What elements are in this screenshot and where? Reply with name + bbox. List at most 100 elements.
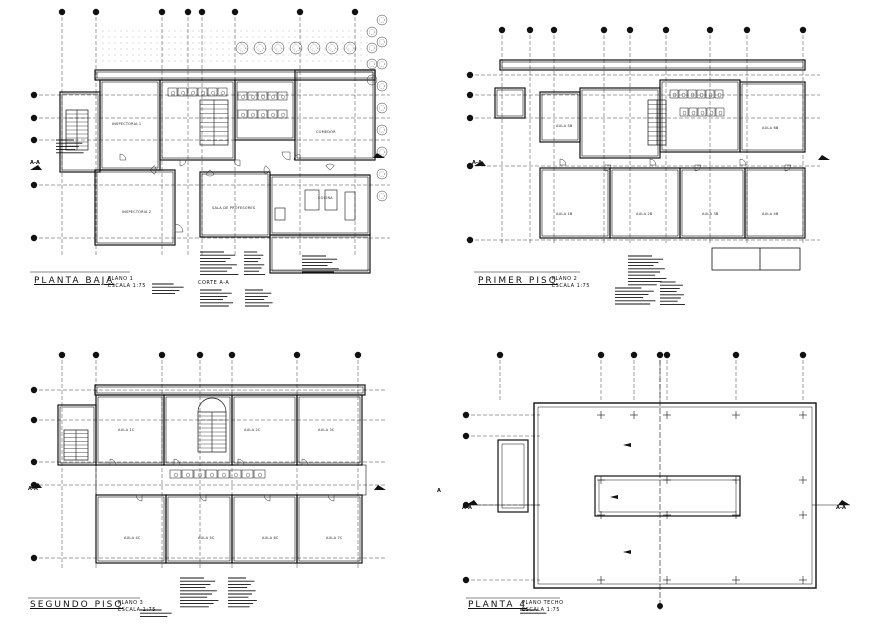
outer-wall	[679, 167, 746, 239]
section-cut-label: A-A	[28, 486, 38, 492]
plan-segundo-piso	[28, 351, 386, 617]
grid-bubble	[626, 26, 634, 34]
toilet-stall	[669, 89, 679, 99]
grid-bubble	[526, 26, 534, 34]
corridor	[95, 464, 367, 496]
outer-wall	[744, 167, 806, 239]
door-swing	[281, 151, 291, 161]
room-label: AULA 2C	[244, 428, 261, 432]
toilet-stall	[253, 469, 266, 479]
room-label: AULA 7C	[326, 536, 343, 540]
outer-wall	[231, 394, 298, 466]
grid-bubble	[706, 26, 714, 34]
door-swing	[293, 153, 301, 161]
grid-bubble	[466, 114, 474, 122]
toilet-stall	[247, 91, 258, 101]
toilet-fixture	[709, 110, 714, 116]
tree-symbol	[379, 83, 385, 89]
grid-bubble	[158, 8, 166, 16]
toilet-fixture	[258, 472, 262, 478]
grid-bubble	[184, 8, 192, 16]
grid-bubble	[30, 554, 38, 562]
door-swing	[109, 458, 117, 466]
tree-symbol	[292, 44, 300, 52]
tree-symbol	[369, 77, 375, 83]
plan-primer-piso	[466, 26, 830, 305]
grid-bubble	[662, 26, 670, 34]
door-swing	[205, 169, 215, 177]
inner-wall	[61, 93, 99, 171]
toilet-fixture	[198, 472, 202, 478]
door-swing	[301, 458, 309, 466]
outer-wall	[159, 79, 236, 161]
toilet-fixture	[717, 92, 722, 98]
grid-bubble	[498, 26, 506, 34]
roof-annex	[497, 439, 529, 513]
room-label: AULA 5C	[198, 536, 215, 540]
inner-wall	[271, 176, 369, 234]
grid-bubble	[743, 26, 751, 34]
toilet-fixture	[672, 92, 677, 98]
section-cut-arrow	[30, 483, 42, 488]
outer-wall	[95, 494, 167, 564]
toilet-fixture	[718, 110, 723, 116]
grid-bubble	[550, 26, 558, 34]
toilet-fixture	[174, 472, 178, 478]
inner-wall	[59, 406, 95, 464]
toilet-stall	[167, 87, 178, 97]
tree-symbol	[379, 61, 385, 67]
grid-bubble	[630, 351, 638, 359]
toilet-fixture	[210, 472, 214, 478]
grid-bubble	[231, 8, 239, 16]
grid-bubble	[30, 234, 38, 242]
inner-wall	[201, 173, 269, 236]
roof-annex-inner	[501, 443, 525, 509]
tree-symbol	[376, 80, 388, 92]
tree-symbol	[289, 41, 303, 55]
skylight-inner	[598, 479, 737, 513]
tree-symbol	[379, 105, 385, 111]
section-cut-label: A-A	[30, 160, 40, 166]
toilet-fixture	[281, 94, 285, 100]
tree-symbol	[271, 41, 285, 55]
grid-bubble	[600, 26, 608, 34]
room-label: AULA 1B	[556, 212, 573, 216]
tree-symbol	[256, 44, 264, 52]
grid-bubble	[799, 26, 807, 34]
plan-sub-segundo-piso: PLANO 3	[118, 600, 144, 606]
kitchen-counter	[324, 189, 338, 211]
toilet-fixture	[700, 110, 705, 116]
plan-title-planta-baja: PLANTA BAJA	[34, 276, 115, 286]
grid-bubble	[228, 351, 236, 359]
plan-sub-primer-piso: PLANO 2	[552, 276, 578, 282]
inner-wall	[236, 81, 294, 139]
tree-symbol	[310, 44, 318, 52]
toilet-stall	[229, 469, 242, 479]
plan-sub-planta-4: PLANO TECHO	[522, 600, 564, 606]
toilet-fixture	[691, 110, 696, 116]
grid-bubble	[466, 236, 474, 244]
grid-bubble	[462, 432, 470, 440]
roof-edge	[533, 402, 817, 589]
section-cut-arrow	[466, 500, 478, 505]
tree-symbol	[238, 44, 246, 52]
toilet-stall	[267, 91, 278, 101]
grid-bubble	[196, 351, 204, 359]
plan-planta-baja	[30, 8, 390, 307]
door-swing	[559, 158, 567, 166]
door-swing	[649, 158, 657, 166]
grid-bubble	[351, 8, 359, 16]
inner-wall	[298, 396, 361, 464]
toilet-stall	[678, 89, 688, 99]
outer-wall	[499, 59, 806, 71]
toilet-fixture	[682, 110, 687, 116]
grid-bubble	[92, 351, 100, 359]
toilet-stall	[277, 91, 288, 101]
stair-curve	[197, 397, 227, 413]
room-label: AULA 6C	[262, 536, 279, 540]
grid-bubble	[466, 162, 474, 170]
grid-bubble	[462, 411, 470, 419]
toilet-stall	[688, 107, 698, 117]
door-swing	[119, 153, 127, 161]
door-swing	[179, 159, 187, 167]
